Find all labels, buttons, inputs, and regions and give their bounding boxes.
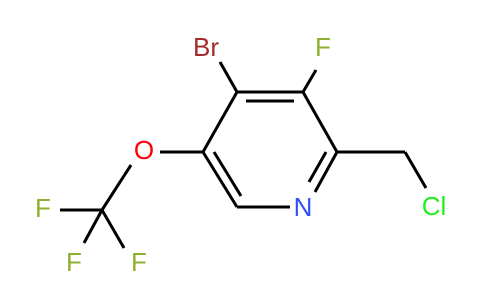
atom-f3: F xyxy=(131,247,147,277)
bond-ch2-cl xyxy=(403,151,428,189)
atom-labels: Br F O N Cl F F F xyxy=(35,32,446,277)
bond-c6-c5-inner xyxy=(212,151,243,197)
substituent-bonds xyxy=(60,61,428,249)
atom-br: Br xyxy=(193,32,219,62)
bond-cf3-f3 xyxy=(100,209,126,249)
atom-n: N xyxy=(294,192,313,222)
atom-cl: Cl xyxy=(422,191,447,221)
bond-c2-n xyxy=(313,151,339,193)
atom-f1: F xyxy=(35,193,51,223)
pyridine-ring xyxy=(201,90,339,209)
bond-c3-c2 xyxy=(301,91,339,153)
bond-cf3-f2 xyxy=(82,209,104,244)
bond-o-cf3 xyxy=(100,164,133,211)
bond-c2-n-inner xyxy=(307,151,328,183)
bond-c4-br xyxy=(218,61,239,93)
bond-c5-c4 xyxy=(201,91,239,153)
atom-o: O xyxy=(134,135,154,165)
bond-c6-c5 xyxy=(201,151,239,208)
atom-f2: F xyxy=(66,247,82,277)
atom-f-ring: F xyxy=(315,32,331,62)
bond-c3-f xyxy=(301,69,318,93)
